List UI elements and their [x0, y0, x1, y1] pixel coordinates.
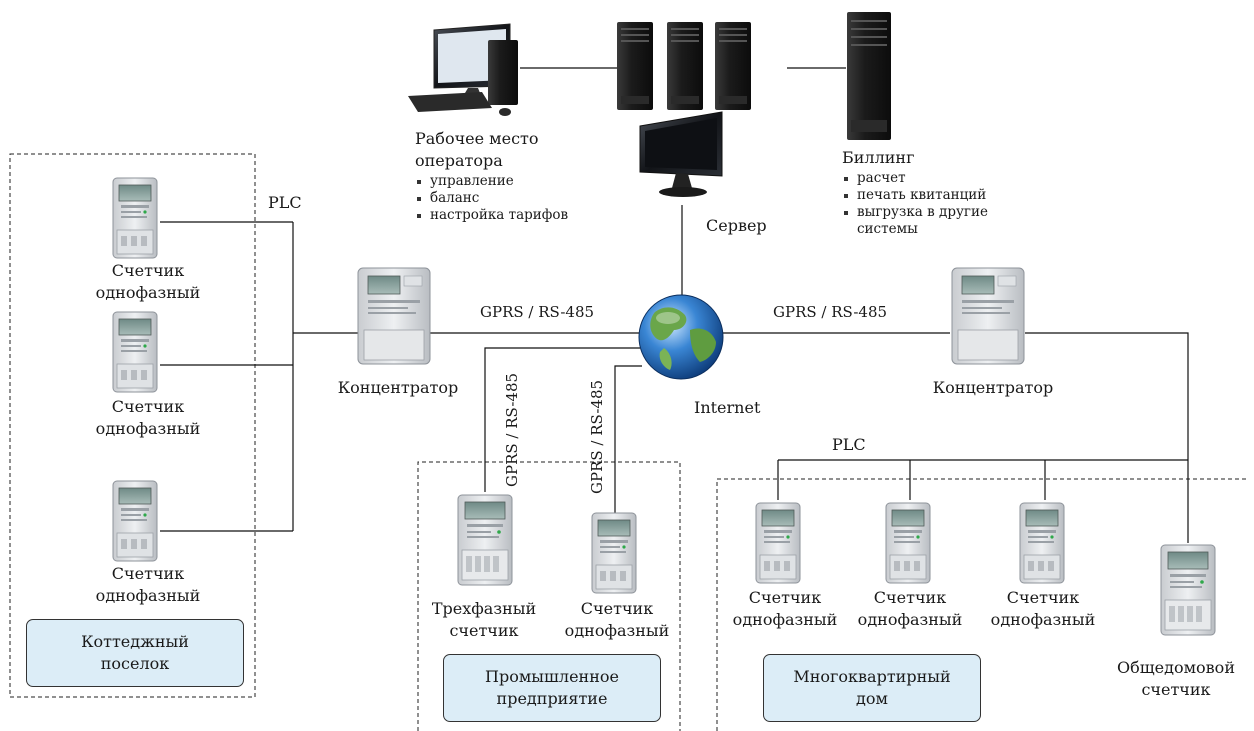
gprs-label-industrial-single: GPRS / RS-485	[588, 379, 606, 494]
workstation-item: настройка тарифов	[415, 207, 568, 224]
workstation-functions-list: управление баланс настройка тарифов	[415, 173, 568, 224]
billing-item: расчет	[842, 170, 988, 187]
concentrator-right-label: Концентратор	[932, 378, 1054, 397]
gprs-label-right: GPRS / RS-485	[773, 303, 888, 321]
workstation-computer-icon	[408, 23, 518, 116]
meter-apartment-1-icon	[755, 502, 801, 584]
plc-label-apartment: PLC	[832, 435, 866, 454]
server-label: Сервер	[706, 216, 767, 235]
concentrator-left-label: Концентратор	[337, 378, 459, 397]
billing-functions-list: расчет печать квитанций выгрузка в други…	[842, 170, 988, 238]
gprs-label-left: GPRS / RS-485	[480, 303, 595, 321]
zone-apartment-border	[716, 478, 1249, 731]
internet-globe-icon	[638, 294, 724, 380]
workstation-title: Рабочее место оператора	[415, 128, 539, 172]
meter-cottage-1-icon	[112, 177, 158, 259]
billing-item: печать квитанций	[842, 187, 988, 204]
meter-cottage-3-icon	[112, 480, 158, 562]
gprs-label-three-phase: GPRS / RS-485	[503, 372, 521, 487]
meter-apartment-2-icon	[885, 502, 931, 584]
billing-item: выгрузка в другие	[842, 204, 988, 221]
internet-label: Internet	[694, 398, 761, 417]
zone-cottage-border	[9, 153, 256, 698]
workstation-title-line2: оператора	[415, 151, 503, 170]
connection-lines	[160, 67, 1189, 543]
workstation-item: управление	[415, 173, 568, 190]
billing-title: Биллинг	[842, 148, 915, 167]
meter-three-phase-icon	[457, 494, 513, 586]
zone-industrial-border	[417, 461, 681, 731]
server-monitor-icon	[639, 111, 723, 197]
concentrator-left-icon	[357, 267, 431, 365]
billing-server-icon	[847, 12, 891, 140]
workstation-title-line1: Рабочее место	[415, 129, 539, 148]
billing-item-continuation: системы	[857, 221, 918, 237]
meter-cottage-2-icon	[112, 311, 158, 393]
meter-apartment-3-icon	[1019, 502, 1065, 584]
plc-label-cottage: PLC	[268, 193, 302, 212]
concentrator-right-icon	[951, 267, 1025, 365]
meter-common-house-icon	[1160, 544, 1216, 636]
server-towers-icon	[617, 22, 751, 110]
workstation-item: баланс	[415, 190, 568, 207]
meter-industrial-single-icon	[591, 512, 637, 594]
